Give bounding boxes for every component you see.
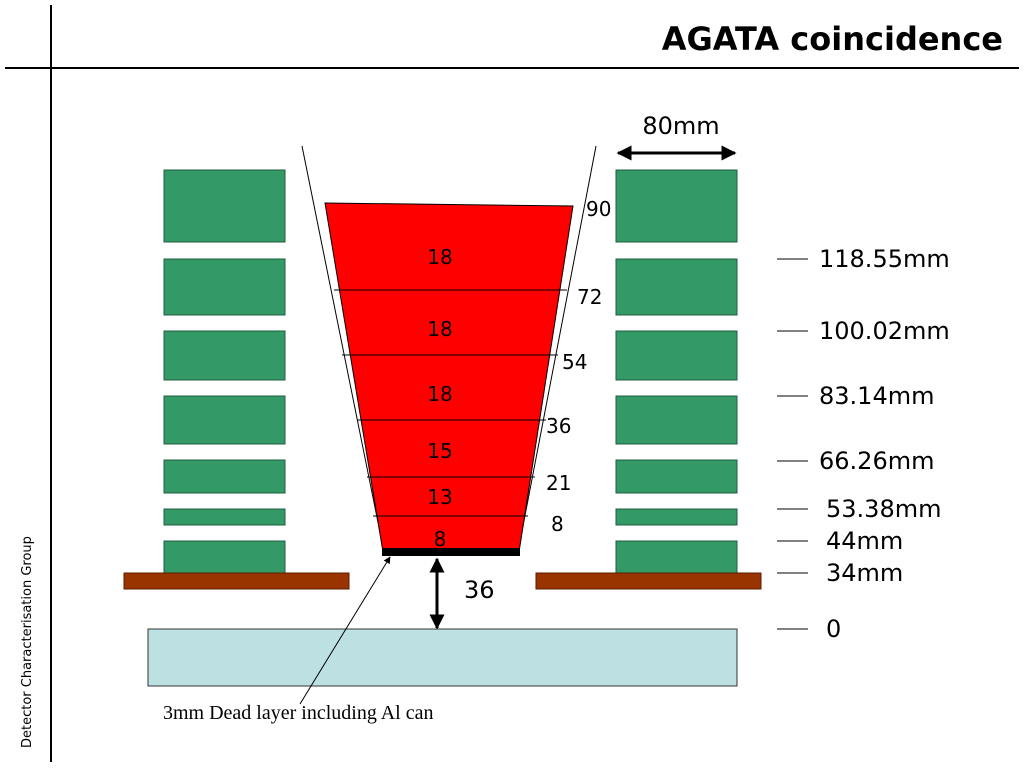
depth-label-100-02mm: 100.02mm (819, 317, 950, 345)
left-detector-6 (163, 508, 286, 526)
left-support-plate (123, 572, 350, 590)
segment-thickness-4: 15 (427, 439, 452, 463)
depth-label-44mm: 44mm (826, 527, 903, 555)
depth-ticks (777, 258, 808, 630)
right-detector-1 (615, 169, 738, 243)
right-support-plate (535, 572, 762, 590)
right-detector-5 (615, 459, 738, 494)
dead-layer-note: 3mm Dead layer including Al can (163, 702, 433, 724)
right-detector-4 (615, 395, 738, 445)
depth-label-53-38mm: 53.38mm (826, 495, 941, 523)
left-detector-7 (163, 540, 286, 575)
angle-label-36: 36 (546, 414, 571, 438)
source-plate (147, 628, 738, 687)
cone-left-line (301, 145, 385, 553)
segment-thickness-5: 13 (427, 485, 452, 509)
angle-label-8: 8 (551, 512, 564, 536)
side-label: Detector Characterisation Group (20, 536, 35, 748)
right-detector-7 (615, 540, 738, 575)
depth-label-118-55mm: 118.55mm (819, 245, 950, 273)
left-detector-4 (163, 395, 286, 445)
cone-right-line (517, 145, 597, 553)
angle-label-90: 90 (586, 197, 611, 221)
depth-label-66-26mm: 66.26mm (819, 447, 934, 475)
right-ring-detectors (615, 169, 738, 575)
segment-thickness-2: 18 (427, 317, 452, 341)
depth-label-83-14mm: 83.14mm (819, 382, 934, 410)
depth-label-34mm: 34mm (826, 559, 903, 587)
left-detector-1 (163, 169, 286, 243)
segment-thickness-1: 18 (427, 245, 452, 269)
dead-layer-pointer (299, 556, 391, 705)
width-label: 80mm (642, 112, 719, 140)
left-ring-detectors (163, 169, 286, 575)
right-detector-2 (615, 258, 738, 316)
angle-label-21: 21 (546, 471, 571, 495)
segment-thickness-3: 18 (427, 382, 452, 406)
left-detector-2 (163, 258, 286, 316)
depth-label-0: 0 (826, 615, 841, 643)
right-detector-3 (615, 330, 738, 381)
dead-layer (382, 548, 520, 556)
right-detector-6 (615, 508, 738, 526)
segment-thickness-6: 8 (434, 527, 447, 551)
slide-title: AGATA coincidence (662, 20, 1003, 58)
angle-label-72: 72 (577, 285, 602, 309)
left-detector-5 (163, 459, 286, 494)
left-detector-3 (163, 330, 286, 381)
distance-label: 36 (464, 576, 495, 604)
segment-boundaries (334, 289, 567, 517)
angle-label-54: 54 (562, 350, 587, 374)
